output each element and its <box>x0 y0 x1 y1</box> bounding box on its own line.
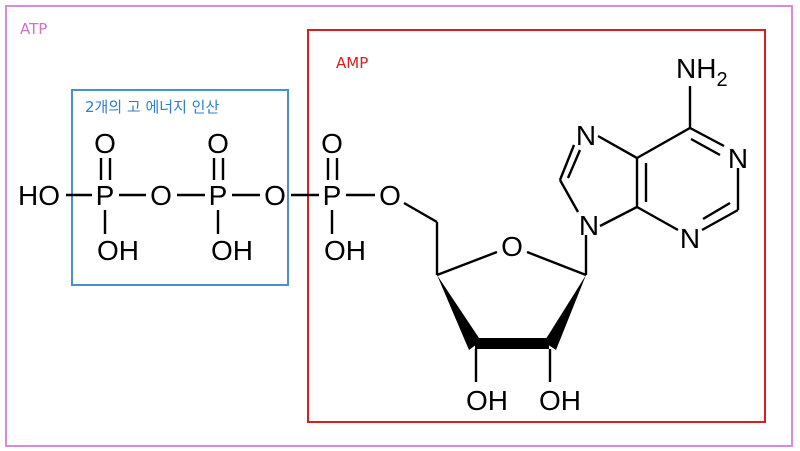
atom-n3: N <box>680 223 700 254</box>
atom-n1: N <box>728 143 748 174</box>
atom-o-ring: O <box>501 231 523 262</box>
atom-oh-p3: OH <box>324 235 366 266</box>
atom-p2: P <box>209 180 228 211</box>
atom-o-ester: O <box>379 180 401 211</box>
atom-nh2: NH2 <box>676 53 728 91</box>
atom-p1: P <box>96 180 115 211</box>
atom-n7: N <box>576 120 596 151</box>
amp-label: AMP <box>336 54 368 72</box>
high-energy-phosphate-box <box>71 89 289 286</box>
atom-o-p1-double: O <box>94 128 116 159</box>
atom-o-p3-double: O <box>321 128 343 159</box>
phosphate-chain-bonds <box>66 158 375 234</box>
atom-nh2-subscript: 2 <box>716 69 727 91</box>
atom-o-bridge2: O <box>264 180 286 211</box>
atom-p3: P <box>323 180 342 211</box>
atom-o-p2-double: O <box>207 128 229 159</box>
atom-labels: HO P O OH O P O OH O P O OH O O OH OH N … <box>18 53 748 416</box>
ribose-bonds <box>403 201 588 382</box>
atom-oh-c3: OH <box>466 385 508 416</box>
atom-oh-c2: OH <box>539 385 581 416</box>
atom-n9: N <box>579 210 599 241</box>
atom-oh-p1: OH <box>97 235 139 266</box>
atp-label: ATP <box>20 20 47 38</box>
atom-oh-p2: OH <box>211 235 253 266</box>
atom-o-bridge1: O <box>150 180 172 211</box>
high-energy-phosphate-label: 2개의 고 에너지 인산 <box>85 98 219 116</box>
atp-box <box>5 5 793 447</box>
atom-nh2-main: NH <box>676 53 716 84</box>
adenine-bonds <box>558 86 740 232</box>
atom-ho-terminal: HO <box>18 180 60 211</box>
amp-box <box>307 29 766 423</box>
